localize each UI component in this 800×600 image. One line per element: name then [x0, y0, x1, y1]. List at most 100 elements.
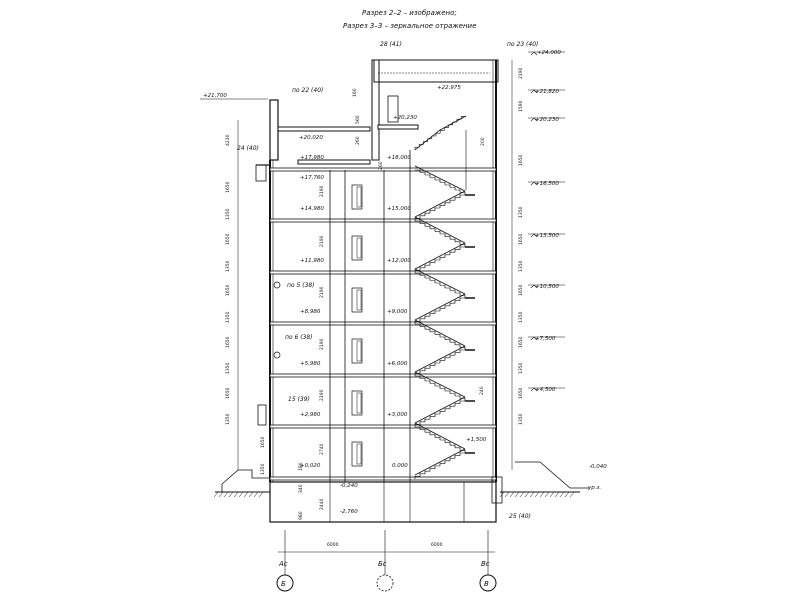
stair-step	[419, 421, 425, 425]
stair-step	[440, 439, 446, 443]
stair-step	[449, 405, 455, 409]
stair-step	[454, 300, 460, 304]
ground-hatch	[544, 491, 550, 498]
dim: 1350	[518, 260, 524, 272]
floor-mark: -2,760	[340, 509, 358, 515]
dim: 1650	[225, 387, 231, 399]
elevation-arrow	[530, 117, 538, 122]
elevation-arrow	[530, 233, 538, 238]
stair-step	[424, 315, 430, 319]
callout: 24 (40)	[237, 145, 259, 152]
elevation-label: +16,500	[535, 181, 559, 187]
dim: 240	[479, 386, 485, 395]
stair-step	[459, 452, 465, 456]
stair-step	[444, 408, 450, 412]
stair-step	[445, 442, 451, 446]
stair-handrail	[414, 165, 466, 192]
roof-marks: +22,975 +20,230 +20,020	[299, 85, 461, 141]
roof-mark: +22,975	[437, 85, 461, 91]
dim: 2440	[319, 498, 325, 510]
stair-step	[444, 305, 450, 309]
floor-mark: +12,000	[387, 258, 411, 264]
stair-step	[424, 212, 430, 216]
elevation-label: +24,000	[537, 50, 561, 56]
stair-handrail	[414, 190, 466, 218]
stair-step	[445, 287, 451, 291]
dim: 1650	[225, 336, 231, 348]
dim: 180	[298, 462, 304, 471]
stair-step	[434, 207, 440, 211]
dim: 1650	[518, 154, 524, 166]
ground-hatch	[499, 491, 505, 498]
stair-step	[420, 172, 426, 175]
stair-step	[434, 413, 440, 417]
ground-hatch	[238, 491, 244, 498]
stair-handrail	[414, 371, 466, 398]
stair-step	[420, 378, 426, 381]
dim: 260	[378, 161, 384, 170]
stair-step	[444, 202, 450, 206]
stair-step	[424, 470, 430, 474]
top-slab	[297, 159, 371, 165]
ground-hatch	[223, 491, 229, 498]
stair-step	[424, 418, 430, 422]
stair-step	[439, 205, 445, 208]
floor-mark: +8,980	[300, 309, 321, 315]
stair-step	[448, 124, 453, 128]
stair-step	[450, 393, 456, 396]
dim: 1350	[225, 260, 231, 272]
building-structure	[200, 51, 565, 575]
stair-handrail	[414, 448, 466, 476]
door	[356, 186, 362, 208]
dim: 1350	[225, 208, 231, 220]
stair-step	[440, 285, 446, 288]
door	[356, 443, 362, 465]
elevation-arrow	[530, 284, 538, 289]
door	[356, 289, 362, 311]
dim: 1590	[518, 100, 524, 112]
dim: 1350	[518, 311, 524, 323]
stair-step	[434, 362, 440, 366]
door	[356, 237, 362, 259]
elevation-label: +13,500	[535, 233, 559, 239]
stair-step	[440, 182, 446, 185]
stair-step	[419, 318, 425, 322]
stair-step	[450, 444, 456, 448]
stair-handrail	[414, 396, 466, 424]
stair-step	[425, 174, 431, 178]
stair-step	[459, 400, 465, 404]
dim: 1350	[518, 413, 524, 425]
stair-step	[449, 457, 455, 461]
dim: 1650	[518, 233, 524, 245]
door	[351, 235, 363, 261]
stair-step	[429, 416, 435, 420]
stair-step	[450, 290, 456, 293]
stair-step	[435, 132, 441, 136]
stair-step	[419, 267, 425, 271]
ground-hatch	[539, 491, 545, 498]
stair-step	[425, 431, 431, 435]
roof-box	[373, 59, 499, 83]
ground-hatch	[248, 491, 254, 498]
door	[351, 184, 363, 210]
ground-hatch	[534, 491, 540, 498]
stair-step	[430, 280, 436, 283]
stair-step	[435, 231, 441, 234]
stair-step	[429, 468, 435, 472]
stair-step	[420, 326, 426, 330]
stair-step	[440, 388, 446, 391]
door	[351, 441, 363, 467]
stair-step	[430, 177, 436, 180]
stair-step	[414, 146, 420, 150]
canopy	[257, 404, 267, 426]
stair-step	[434, 465, 440, 469]
stair-step	[455, 241, 461, 245]
stair-step	[445, 390, 451, 394]
ground-hatch	[564, 491, 570, 498]
stair-step	[435, 385, 441, 389]
dim: 160	[352, 88, 358, 97]
stair-step	[444, 357, 450, 361]
axis-label-bottom: В	[484, 580, 489, 588]
stair-step	[454, 455, 460, 459]
